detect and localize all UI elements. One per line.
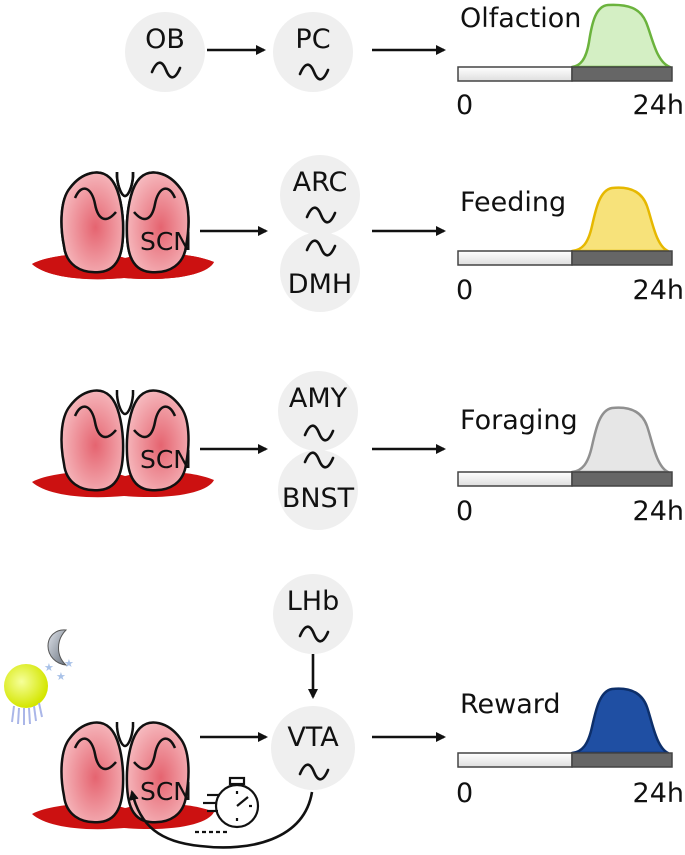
row-reward: ★ ★ ★ SCN LHb VTA: [4, 574, 684, 849]
row-olfaction: OB PC Olfaction 0 24h: [125, 3, 684, 121]
oscillation-icon: [303, 451, 335, 469]
axis-end-label: 24h: [633, 778, 684, 809]
time-bar-dark: [571, 752, 673, 768]
node-lhb-label: LHb: [287, 586, 339, 617]
node-bnst: BNST: [278, 450, 358, 530]
row-title-olfaction: Olfaction: [460, 3, 581, 34]
node-amy: AMY: [278, 371, 358, 451]
oscillation-icon: [305, 206, 337, 224]
node-arc: ARC: [280, 155, 360, 235]
oscillation-icon: [305, 239, 337, 257]
row-title-reward: Reward: [460, 689, 561, 720]
activity-curve-foraging: [570, 406, 670, 474]
axis-start-label: 0: [456, 275, 473, 306]
row-feeding: SCN ARC DMH Feeding 0 24h: [30, 155, 684, 312]
time-bar-dark: [571, 471, 673, 487]
time-bar-light: [457, 66, 573, 82]
axis-start-label: 0: [456, 496, 473, 527]
axis-end-label: 24h: [633, 275, 684, 306]
activity-curve-feeding: [570, 186, 670, 253]
stars-icon: ★ ★ ★: [44, 657, 74, 683]
time-bar-dark: [571, 66, 673, 82]
node-dmh-label: DMH: [288, 269, 352, 300]
node-bnst-label: BNST: [282, 483, 355, 514]
axis-start-label: 0: [456, 90, 473, 121]
node-vta-label: VTA: [287, 722, 339, 753]
node-vta: VTA: [271, 706, 355, 790]
node-pc: PC: [273, 12, 353, 92]
time-bar-dark: [571, 250, 673, 266]
oscillation-icon: [298, 63, 330, 81]
row-title-feeding: Feeding: [460, 187, 566, 218]
axis-start-label: 0: [456, 778, 473, 809]
node-ob: OB: [125, 12, 205, 92]
axis-end-label: 24h: [633, 496, 684, 527]
axis-end-label: 24h: [633, 90, 684, 121]
node-ob-label: OB: [145, 24, 185, 55]
node-lhb: LHb: [273, 574, 353, 654]
node-dmh: DMH: [280, 232, 360, 312]
activity-curve-reward: [570, 687, 670, 755]
svg-text:★: ★: [64, 657, 74, 670]
oscillation-icon: [298, 763, 330, 781]
scn-label: SCN: [140, 777, 192, 806]
oscillation-icon: [303, 424, 335, 442]
oscillation-icon: [150, 61, 182, 79]
row-title-foraging: Foraging: [460, 405, 578, 436]
scn-label: SCN: [140, 227, 192, 256]
time-bar-light: [457, 752, 573, 768]
node-arc-label: ARC: [293, 167, 348, 198]
time-bar-light: [457, 250, 573, 266]
oscillation-icon: [298, 625, 330, 643]
scn-icon: [30, 170, 216, 281]
svg-text:★: ★: [44, 661, 54, 674]
scn-icon: [30, 720, 216, 831]
node-pc-label: PC: [295, 24, 330, 55]
scn-label: SCN: [140, 445, 192, 474]
activity-curve-olfaction: [570, 3, 672, 69]
stopwatch-icon: [195, 776, 260, 834]
time-bar-light: [457, 471, 573, 487]
moon-icon: [47, 629, 68, 666]
row-foraging: SCN AMY BNST Foraging 0 24h: [30, 371, 684, 530]
node-amy-label: AMY: [289, 383, 348, 414]
arrow-vta-scn-feedback: [128, 790, 314, 849]
scn-icon: [30, 388, 216, 499]
sun-icon: [4, 664, 48, 725]
svg-text:★: ★: [56, 670, 66, 683]
